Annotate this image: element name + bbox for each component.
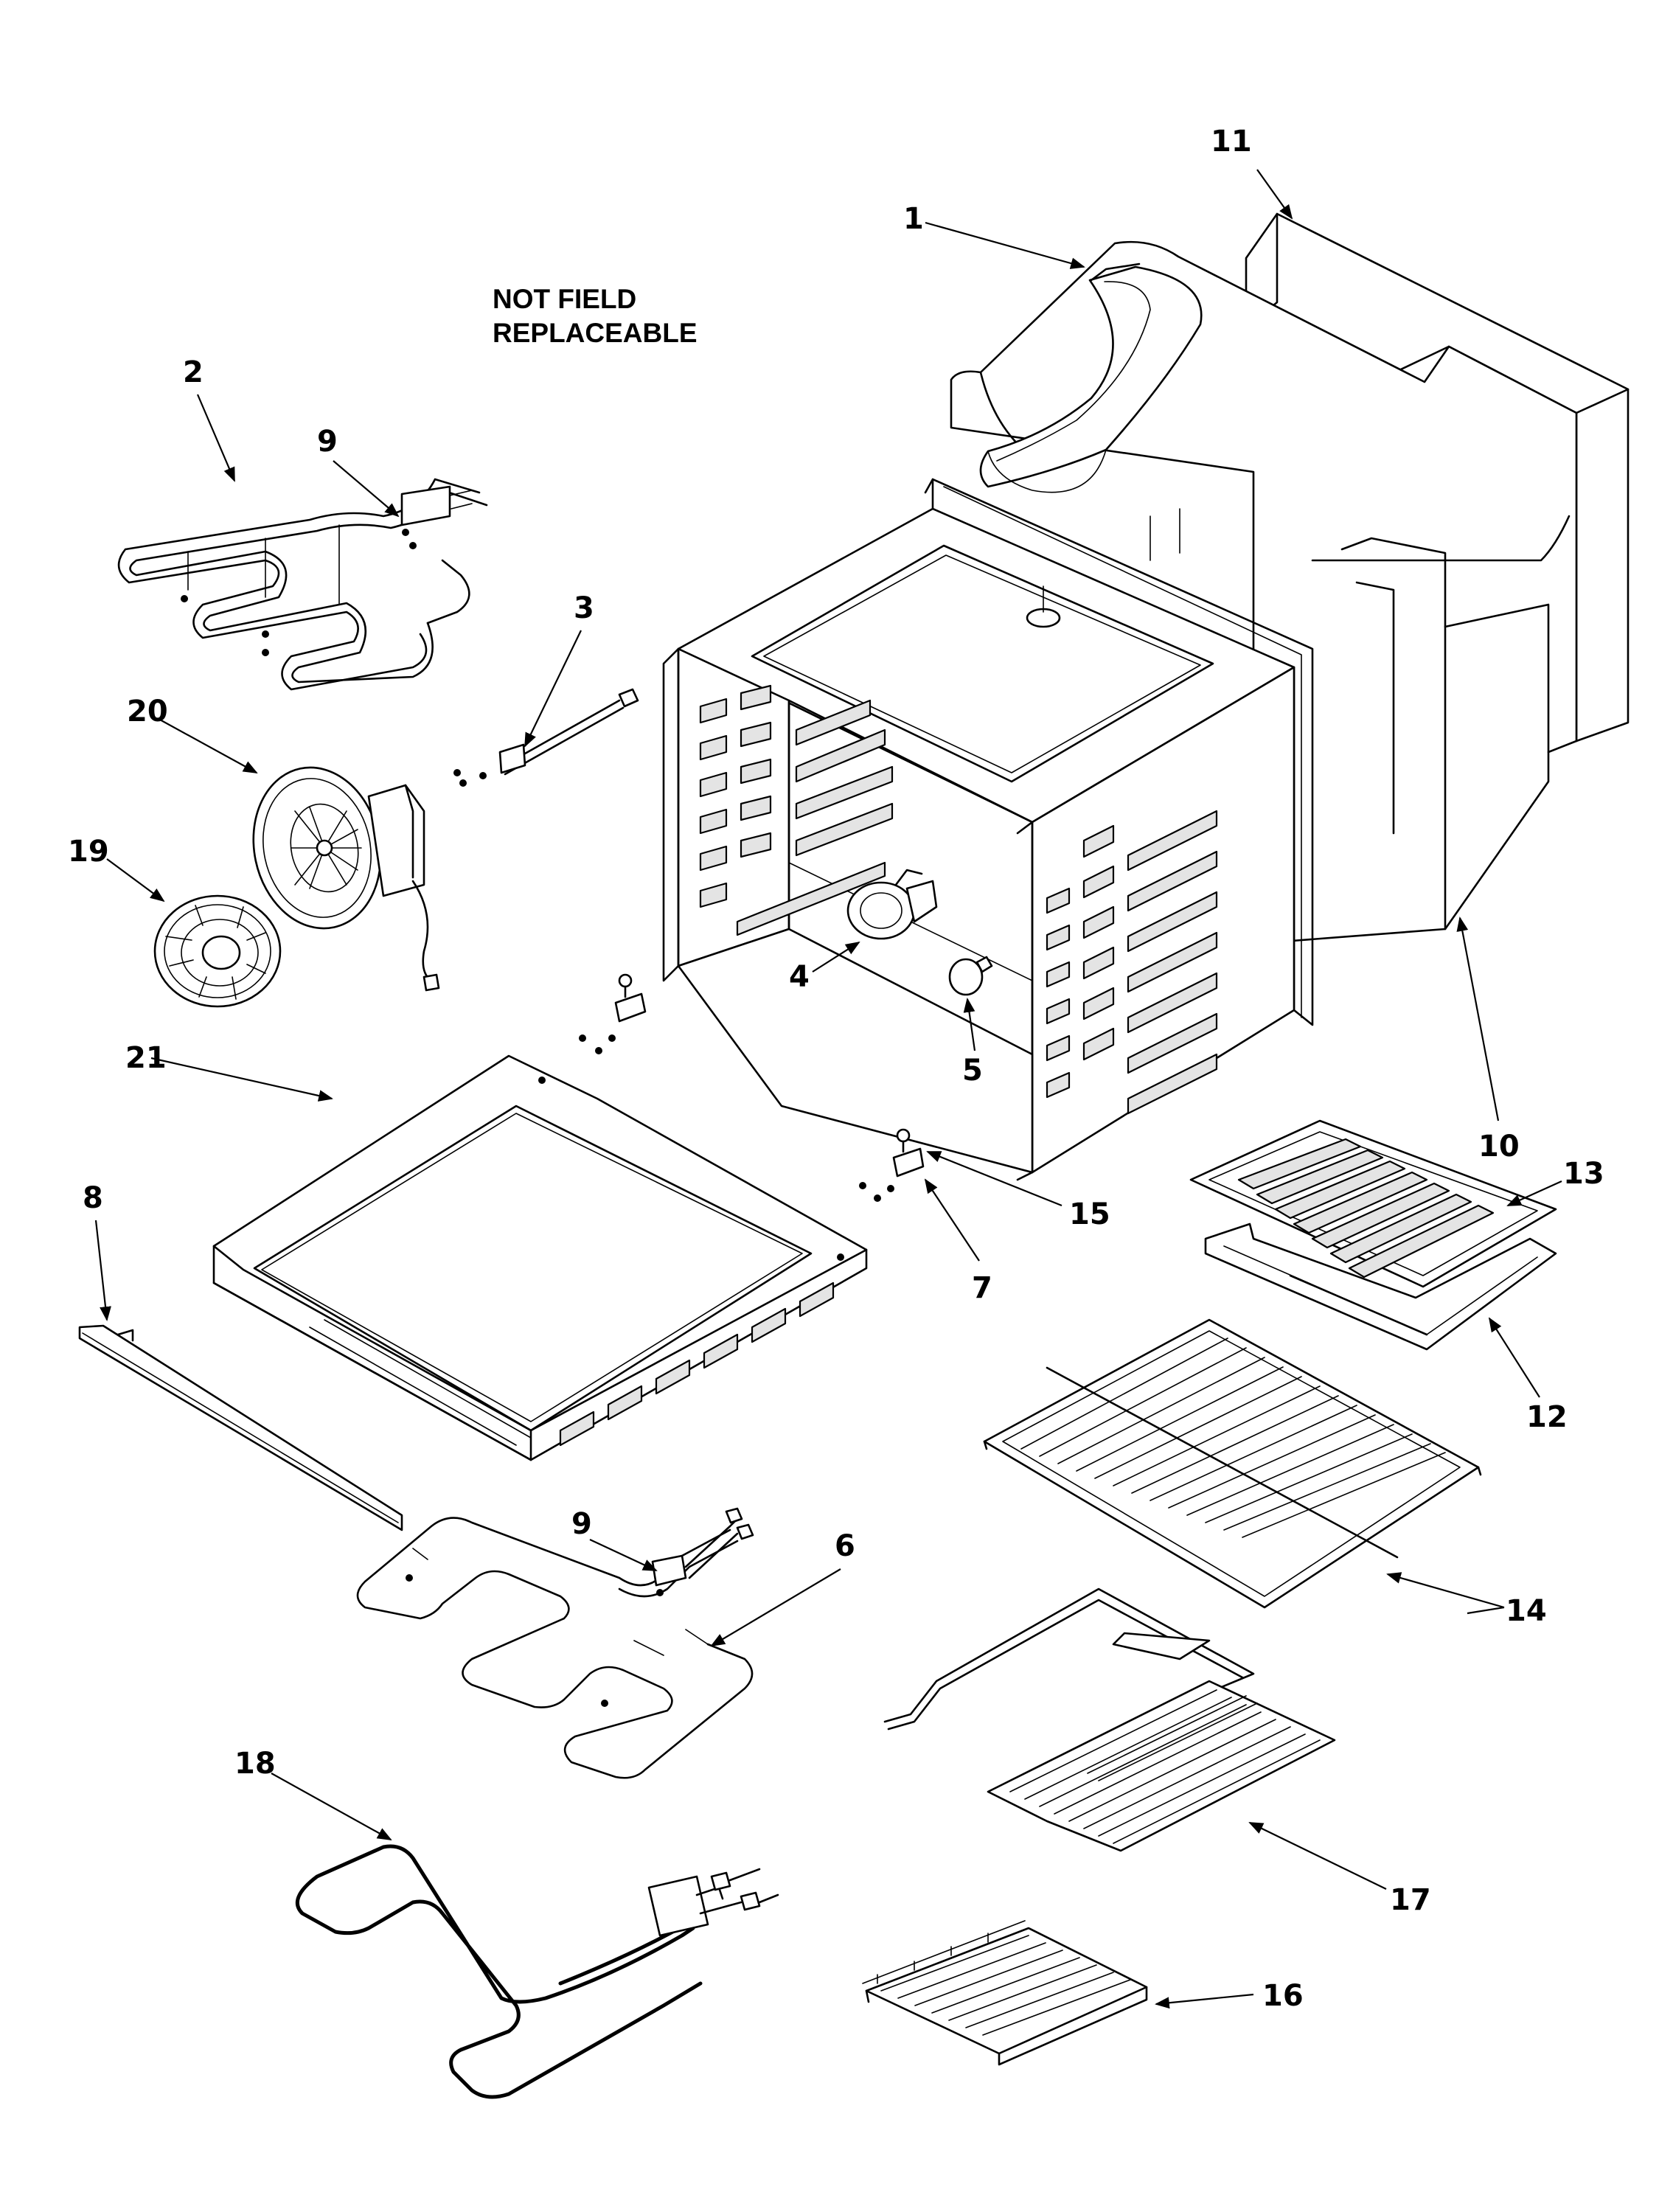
part-1-duct-baffle	[979, 262, 1203, 493]
part-5-light-bulb	[948, 956, 993, 996]
callout-4: 4	[789, 960, 810, 994]
part-21-bottom-panel	[212, 1054, 868, 1461]
part-8-trim-strip	[78, 1324, 403, 1531]
callout-1: 1	[903, 202, 924, 236]
leader-19	[106, 858, 165, 902]
leader-3	[524, 630, 582, 748]
callout-19: 19	[68, 835, 109, 869]
part-13-broil-pan-insert	[1189, 1119, 1557, 1288]
part-3-oven-sensor	[453, 688, 639, 787]
leader-21	[150, 1057, 333, 1102]
part-15-7-clips-screws	[579, 973, 925, 1202]
part-6-bake-element	[356, 1507, 754, 1779]
leader-lines	[94, 169, 1562, 2009]
leader-11	[1256, 169, 1293, 220]
part-19-fan-cover	[153, 894, 282, 1008]
leader-1	[925, 221, 1085, 269]
part-16-small-rack	[862, 1920, 1148, 2066]
leader-17	[1248, 1822, 1387, 1890]
callout-10: 10	[1478, 1130, 1520, 1164]
callout-11: 11	[1211, 125, 1252, 159]
leader-16	[1155, 1993, 1254, 2009]
leader-9b	[589, 1539, 658, 1571]
leader-10	[1456, 917, 1500, 1121]
callout-2: 2	[183, 355, 204, 389]
callout-14: 14	[1506, 1594, 1547, 1628]
callout-8: 8	[83, 1181, 103, 1215]
callout-5: 5	[962, 1054, 983, 1088]
callout-18: 18	[234, 1747, 276, 1781]
leader-2	[196, 394, 236, 482]
callout-7: 7	[972, 1271, 992, 1305]
callout-20: 20	[127, 695, 168, 728]
part-2-broil-element	[117, 478, 488, 691]
callout-6: 6	[835, 1529, 855, 1563]
callout-13: 13	[1563, 1157, 1604, 1191]
leader-5	[963, 998, 976, 1051]
part-17-roasting-rack	[883, 1587, 1336, 1852]
callout-12: 12	[1526, 1400, 1568, 1434]
part-18-bake-element	[295, 1844, 779, 2099]
callout-15: 15	[1069, 1197, 1110, 1231]
leader-15	[926, 1150, 1062, 1207]
part-14-oven-rack	[983, 1318, 1482, 1609]
callout-3: 3	[574, 591, 594, 625]
callout-17: 17	[1390, 1883, 1431, 1917]
callout-numbers: 1 2 3 4 5 6 7 8 9 9 10 11 12 13 14 15 16…	[68, 125, 1604, 2013]
leader-13	[1506, 1180, 1562, 1207]
leader-14	[1388, 1574, 1505, 1615]
callout-21: 21	[125, 1041, 167, 1075]
leader-18	[271, 1773, 392, 1840]
callout-9-top: 9	[317, 425, 338, 459]
leader-6	[710, 1568, 841, 1647]
note-line-1: NOT FIELD	[493, 284, 636, 314]
right-rack-slots	[1046, 810, 1218, 1115]
part-4-convection-motor	[846, 869, 938, 940]
leader-8	[94, 1220, 111, 1321]
oven-cavity-body	[662, 478, 1314, 1181]
leader-12	[1488, 1317, 1540, 1398]
leader-9a	[333, 460, 400, 518]
callout-9-mid: 9	[571, 1507, 592, 1541]
leader-20	[158, 718, 258, 773]
leader-4	[812, 941, 860, 973]
callout-16: 16	[1262, 1979, 1304, 2013]
part-20-convection-fan-motor	[252, 766, 440, 992]
leader-7	[924, 1178, 980, 1262]
part-12-broil-pan	[1204, 1222, 1557, 1351]
left-rack-slots	[699, 684, 894, 936]
note-line-2: REPLACEABLE	[493, 318, 698, 348]
